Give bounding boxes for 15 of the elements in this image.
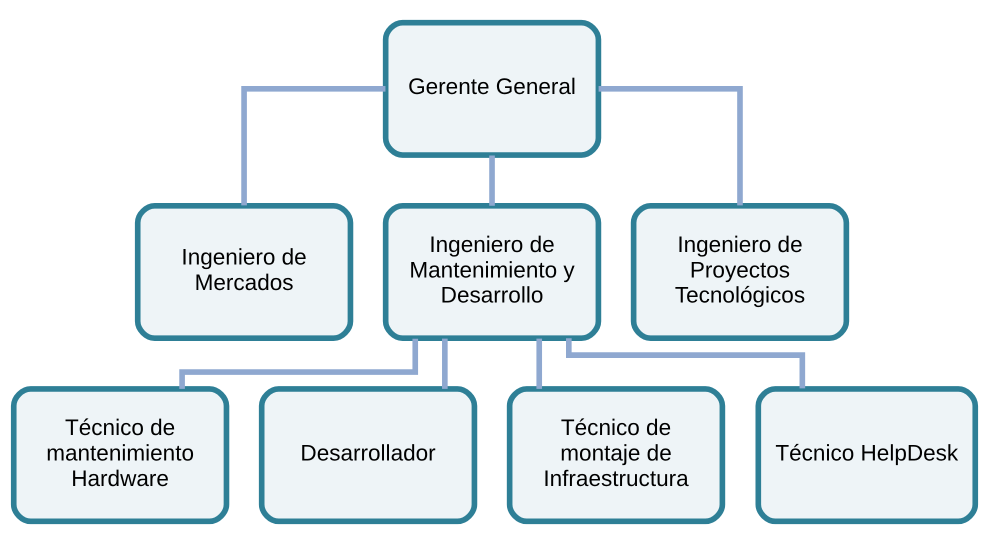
connector [536,338,542,389]
connector [566,338,806,388]
node-box: Técnico de mantenimiento Hardware [10,386,230,524]
connector [598,86,743,206]
node-box: Gerente General [382,20,602,158]
node-box: Técnico HelpDesk [755,386,978,524]
connector [179,338,418,389]
connector [442,338,448,389]
node-box: Ingeniero de Mantenimiento y Desarrollo [382,202,602,342]
connector [241,86,386,206]
node-box: Desarrollador [258,386,478,524]
node-box: Técnico de montaje de Infraestructura [506,386,726,524]
connector [489,156,495,206]
node-box: Ingeniero de Proyectos Tecnológicos [630,202,850,342]
node-box: Ingeniero de Mercados [134,202,354,342]
